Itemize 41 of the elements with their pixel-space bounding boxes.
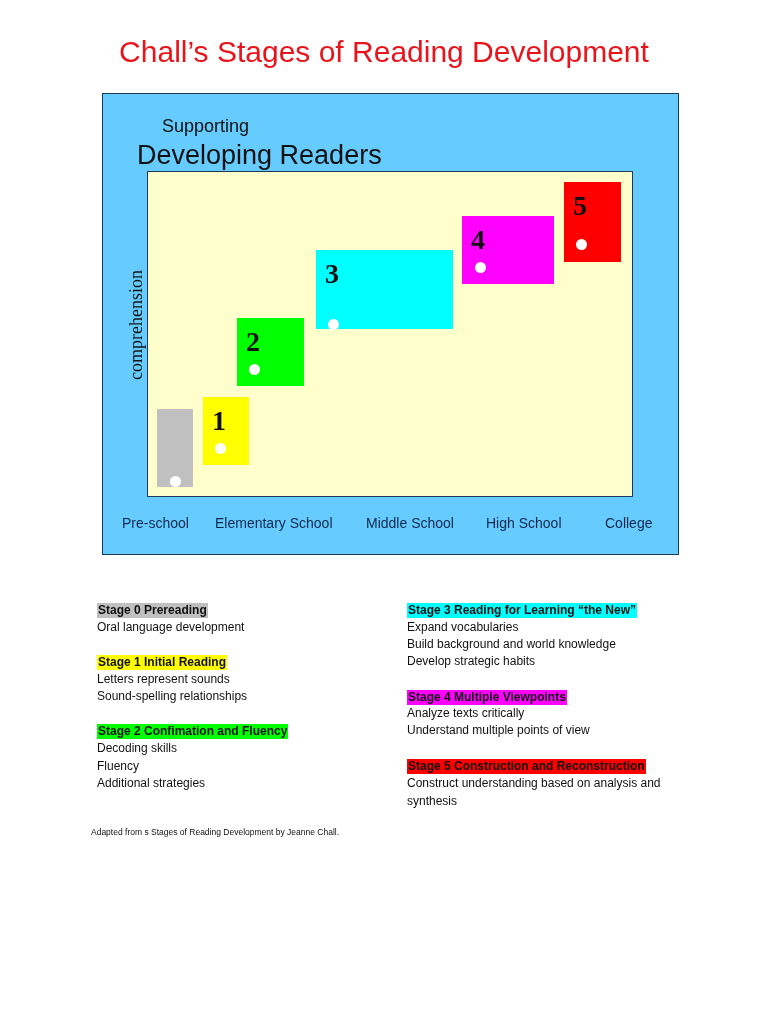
panel [102, 93, 679, 555]
axis-label: Elementary School [215, 515, 333, 531]
list-item: Build background and world knowledge [407, 636, 616, 654]
stage-number: 2 [246, 328, 260, 356]
stage-heading: Stage 3 Reading for Learning “the New” [407, 602, 638, 618]
list-item: Fluency [97, 758, 140, 776]
list-item: Expand vocabularies [407, 619, 519, 637]
list-item: Decoding skills [97, 740, 178, 758]
axis-label: College [605, 515, 653, 531]
list-item: Additional strategies [97, 775, 206, 793]
stage-number: 4 [471, 226, 485, 254]
stage-heading: Stage 4 Multiple Viewpoints [407, 689, 567, 705]
stage-box [564, 182, 621, 262]
list-item: Develop strategic habits [407, 653, 536, 671]
stage-number: 5 [573, 192, 587, 220]
axis-label: High School [486, 515, 562, 531]
stage-box [237, 318, 304, 386]
list-item: Oral language development [97, 619, 245, 637]
stage-box [203, 397, 249, 465]
list-item: Understand multiple points of view [407, 722, 590, 740]
stage-number: 3 [325, 260, 339, 288]
stage-heading: Stage 2 Confimation and Fluency [97, 723, 289, 739]
list-item: Letters represent sounds [97, 671, 230, 689]
panel-heading: Developing Readers [137, 140, 382, 171]
stage-bar [157, 409, 193, 487]
axis-label: comprehension [126, 270, 146, 380]
stage-heading: Stage 5 Construction and Reconstruction [407, 758, 646, 774]
stage-box [462, 216, 554, 284]
axis-label: Pre-school [122, 515, 189, 531]
stage-number: 1 [212, 407, 226, 435]
stage-heading: Stage 0 Prereading [97, 602, 208, 618]
caption: Adapted from s Stages of Reading Development by Jeanne Chall. [91, 827, 340, 837]
axis-label: Middle School [366, 515, 454, 531]
plot-area [147, 171, 633, 497]
stage-heading: Stage 1 Initial Reading [97, 654, 228, 670]
list-item: Sound-spelling relationships [97, 688, 248, 706]
list-item: Construct understanding based on analysis and synthesis [407, 775, 662, 810]
panel-subheading: Supporting [162, 115, 250, 137]
title: Chall’s Stages of Reading Development [119, 34, 649, 70]
list-item: Analyze texts critically [407, 705, 525, 723]
stage-box [316, 250, 453, 329]
